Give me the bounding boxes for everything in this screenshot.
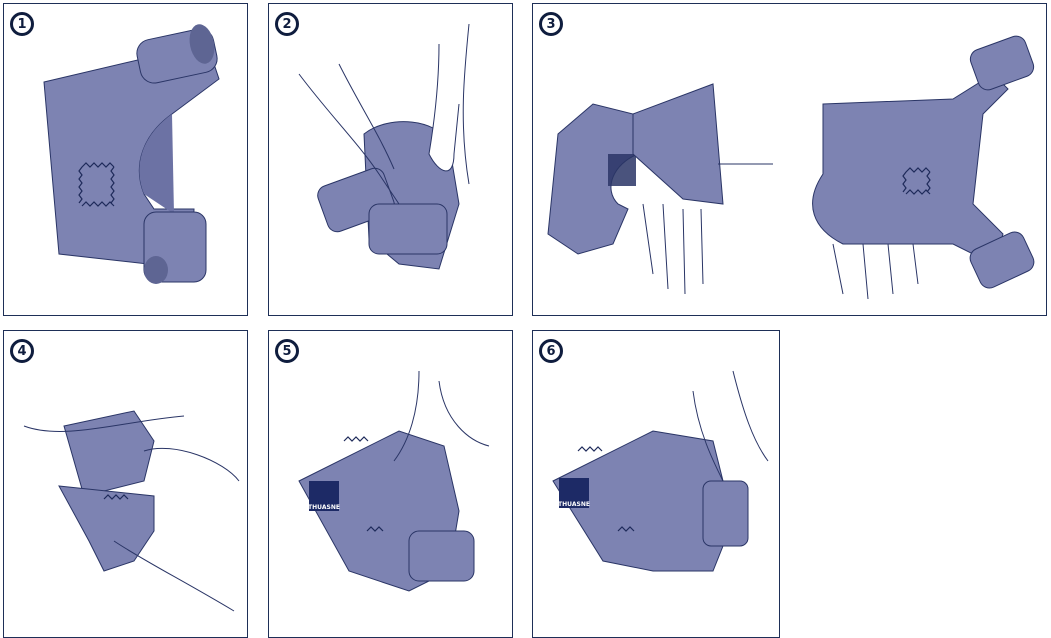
- brace-strap-close-illustration: THUASNE: [298, 370, 490, 592]
- step-panel-1: 1: [3, 3, 248, 316]
- step-number-5: 5: [275, 339, 299, 363]
- brace-positioning-illustration: [547, 35, 1035, 300]
- step-panel-4: 4: [3, 330, 248, 638]
- step-number-3: 3: [539, 12, 563, 36]
- step-panel-2: 2: [268, 3, 513, 316]
- step-panel-3: 3: [532, 3, 1047, 316]
- step-number-2: 2: [275, 12, 299, 36]
- brace-flat-illustration: [43, 24, 220, 284]
- step-number-6: 6: [539, 339, 563, 363]
- step-panel-5: 5 THUASNE: [268, 330, 513, 638]
- brace-final-fit-illustration: THUASNE: [552, 370, 769, 572]
- step-number-4: 4: [10, 339, 34, 363]
- brace-wrap-illustration: [23, 410, 240, 612]
- step-panel-6: 6 THUASNE: [532, 330, 780, 638]
- brace-fold-illustration: [298, 23, 470, 270]
- step-number-1: 1: [10, 12, 34, 36]
- brand-logo: THUASNE: [558, 501, 590, 508]
- brand-logo: THUASNE: [308, 504, 340, 511]
